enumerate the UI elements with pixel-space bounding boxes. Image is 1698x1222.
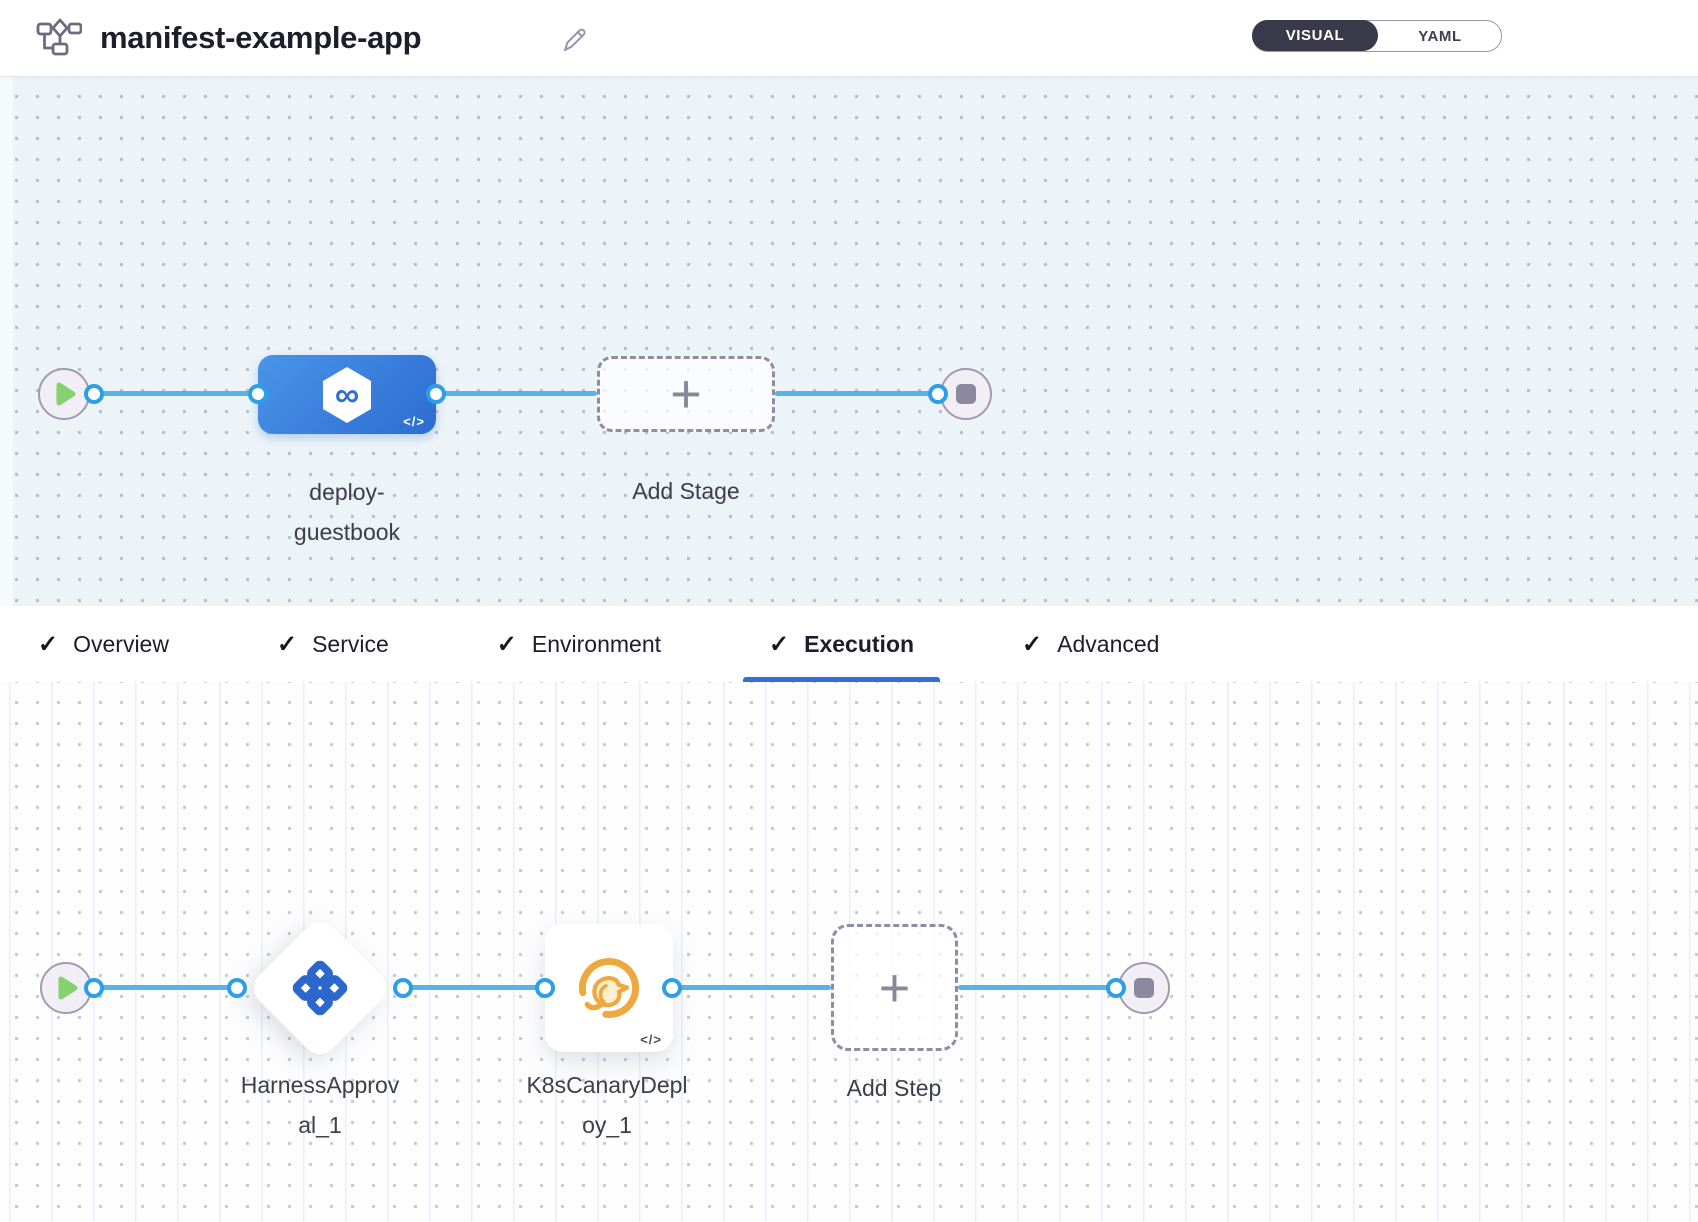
tab-advanced[interactable]: ✓ Advanced	[996, 606, 1185, 682]
plus-icon: +	[878, 957, 911, 1018]
tab-label: Service	[312, 630, 389, 657]
canvas-left-gutter	[0, 76, 13, 606]
svg-text:∞: ∞	[335, 376, 359, 414]
step-label-k8s-canary[interactable]: K8sCanaryDepl oy_1	[526, 1072, 688, 1138]
check-icon: ✓	[38, 630, 59, 658]
edge-start-to-stage	[94, 391, 258, 396]
cd-stage-icon: ∞	[323, 366, 371, 423]
play-icon	[58, 976, 78, 1000]
add-step-label[interactable]: Add Step	[846, 1075, 942, 1101]
play-icon	[56, 382, 76, 406]
add-step-button[interactable]: +	[831, 924, 958, 1051]
tab-overview[interactable]: ✓ Overview	[12, 606, 195, 682]
connector-canary-in[interactable]	[535, 978, 555, 998]
edge-stage-to-addstage	[436, 391, 597, 396]
connector-approval-out[interactable]	[393, 978, 413, 998]
connector-approval-in[interactable]	[227, 978, 247, 998]
check-icon: ✓	[1022, 630, 1043, 658]
stage-graph-canvas[interactable]	[0, 76, 1698, 606]
tab-execution[interactable]: ✓ Execution	[743, 606, 941, 682]
tab-label: Advanced	[1057, 630, 1160, 657]
tab-label: Environment	[531, 630, 662, 657]
connector-canary-out[interactable]	[662, 978, 682, 998]
check-icon: ✓	[276, 630, 298, 658]
stop-icon	[956, 384, 976, 404]
connector-start-out[interactable]	[84, 384, 104, 404]
toggle-visual-button[interactable]: VISUAL	[1252, 20, 1378, 51]
tab-environment[interactable]: ✓ Environment	[471, 606, 687, 682]
stage-config-tabs: ✓ Overview ✓ Service ✓ Environment ✓ Exe…	[0, 606, 1698, 682]
tab-label: Overview	[73, 630, 169, 657]
canary-deployment-icon	[578, 957, 640, 1019]
edge-canary-to-addstep	[672, 985, 831, 990]
edge-approval-to-canary	[403, 985, 545, 990]
connector-stage-in[interactable]	[248, 384, 268, 404]
stage-label[interactable]: deploy- guestbook	[293, 479, 401, 545]
stage-node-deploy-guestbook[interactable]: ∞ </>	[258, 355, 436, 434]
pipeline-start-node[interactable]	[38, 368, 90, 420]
header: manifest-example-app VISUAL YAML	[0, 0, 1698, 77]
connector-end-in[interactable]	[928, 384, 948, 404]
plus-icon: +	[670, 364, 702, 424]
yaml-code-badge[interactable]: </>	[640, 1032, 662, 1047]
execution-end-node[interactable]	[1118, 962, 1170, 1014]
connector-start-out[interactable]	[84, 978, 104, 998]
step-label-harness-approval[interactable]: HarnessApprov al_1	[240, 1072, 400, 1138]
pipeline-flowchart-icon	[36, 18, 82, 56]
edge-start-to-approval	[94, 985, 237, 990]
tab-label: Execution	[804, 630, 915, 657]
tab-service[interactable]: ✓ Service	[251, 606, 415, 682]
edit-pencil-icon[interactable]	[560, 24, 590, 54]
check-icon: ✓	[769, 630, 790, 658]
stop-icon	[1134, 978, 1154, 998]
add-stage-label[interactable]: Add Stage	[632, 478, 740, 504]
visual-yaml-toggle: VISUAL YAML	[1252, 20, 1502, 52]
step-node-k8s-canary-deploy[interactable]: </>	[545, 924, 673, 1052]
yaml-code-badge[interactable]: </>	[403, 414, 425, 429]
page-title: manifest-example-app	[100, 20, 422, 55]
edge-addstage-to-end	[775, 391, 938, 396]
toggle-yaml-button[interactable]: YAML	[1418, 27, 1462, 45]
edge-addstep-to-end	[958, 985, 1116, 990]
connector-stage-out[interactable]	[426, 384, 446, 404]
connector-end-in[interactable]	[1106, 978, 1126, 998]
add-stage-button[interactable]: +	[597, 356, 775, 432]
check-icon: ✓	[496, 630, 517, 658]
